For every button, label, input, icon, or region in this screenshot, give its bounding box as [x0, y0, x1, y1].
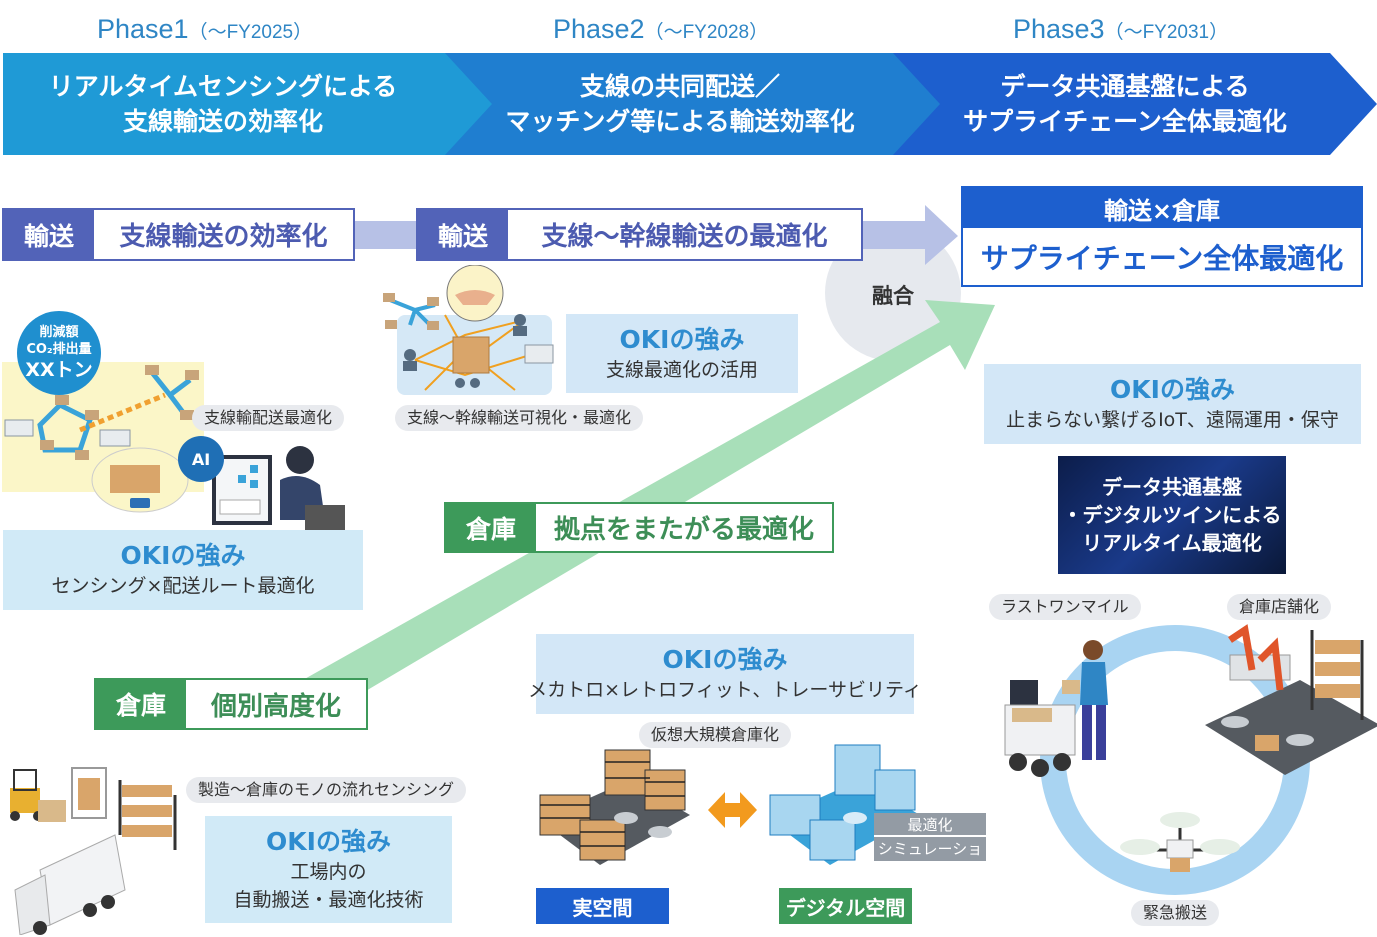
co2-reduction-badge: 削減額 CO₂排出量 XXトン	[17, 311, 101, 395]
pill-last-one-mile: ラストワンマイル	[989, 594, 1141, 620]
strength-body: センシング×配送ルート最適化	[51, 575, 315, 597]
strength-body: 止まらない繋げるIoT、遠隔運用・保守	[1006, 409, 1339, 431]
optimization-label: 最適化	[874, 813, 986, 837]
data-platform-line2: ・デジタルツインによる	[1062, 503, 1282, 527]
phase3-period: （～FY2031）	[1104, 22, 1229, 43]
ai-icon: AI	[191, 449, 211, 469]
sync-arrow-icon	[708, 792, 757, 828]
phase3-line1: データ共通基盤による	[1000, 72, 1250, 101]
co2-badge-line1: 削減額	[39, 325, 79, 340]
phase2-line2: マッチング等による輸送効率化	[505, 107, 855, 136]
strength-body-line2: 自動搬送・最適化技術	[233, 888, 424, 911]
goal-box: 輸送×倉庫 サプライチェーン全体最適化	[961, 186, 1363, 287]
warehouse-title: 個別高度化	[210, 691, 341, 722]
strength-box-phase3: OKIの強み 止まらない繋げるIoT、遠隔運用・保守	[984, 364, 1361, 444]
warehouse-tag-phase2: 倉庫 拠点をまたがる最適化	[444, 502, 834, 553]
phase3-label: Phase3	[1013, 14, 1105, 44]
pill-emergency-transport: 緊急搬送	[1131, 900, 1220, 926]
phase1-line1: リアルタイムセンシングによる	[48, 72, 398, 101]
phase1-title: Phase1（～FY2025）	[97, 14, 312, 45]
phase2-line1: 支線の共同配送／	[579, 72, 780, 101]
strength-box-mechatronics: OKIの強み メカトロ×レトロフィット、トレーサビリティ	[528, 634, 922, 714]
strength-box-phase1: OKIの強み センシング×配送ルート最適化	[3, 530, 363, 610]
transport-tag-phase1: 輸送 支線輸送の効率化	[2, 208, 355, 261]
phase2-band	[445, 53, 940, 155]
logistics-cycle-illustration	[1004, 624, 1377, 895]
automated-warehouse-icon	[1205, 624, 1377, 775]
data-platform-line1: データ共通基盤	[1102, 475, 1242, 499]
digital-space-label: デジタル空間	[779, 888, 912, 924]
strength-title: OKIの強み	[662, 645, 788, 674]
digital-twin-illustration	[539, 744, 920, 865]
phase3-line2: サプライチェーン全体最適化	[963, 107, 1287, 136]
delivery-robot-icon	[1004, 680, 1076, 777]
phase2-title: Phase2（～FY2028）	[553, 14, 768, 45]
transport-tag-phase2: 輸送 支線～幹線輸送の最適化	[416, 208, 863, 261]
data-platform-panel: データ共通基盤 ・デジタルツインによる リアルタイム最適化	[1058, 456, 1286, 574]
simulation-labels: 最適化 シミュレーション	[874, 813, 986, 882]
warehouse-category: 倉庫	[446, 504, 536, 551]
transport-category: 輸送	[418, 210, 508, 259]
drone-icon	[1120, 812, 1240, 872]
phase1-band	[3, 53, 492, 155]
pill-trunk-visualization: 支線～幹線輸送可視化・最適化	[395, 405, 644, 431]
simulation-label: シミュレーション	[877, 840, 983, 882]
phase2-label: Phase2	[553, 14, 645, 44]
pill-branch-delivery: 支線輸配送最適化	[192, 405, 345, 431]
strength-title: OKIの強み	[120, 541, 246, 570]
fusion-label: 融合	[872, 284, 914, 308]
strength-title: OKIの強み	[1110, 375, 1235, 404]
co2-badge-line3: XXトン	[25, 359, 93, 381]
strength-title: OKIの強み	[619, 324, 745, 354]
data-platform-line3: リアルタイム最適化	[1082, 531, 1262, 555]
phase3-description: データ共通基盤による サプライチェーン全体最適化	[905, 53, 1345, 155]
phase1-line2: 支線輸送の効率化	[122, 107, 323, 136]
phase-band	[3, 53, 1377, 155]
pill-factory-sensing: 製造～倉庫のモノの流れセンシング	[186, 777, 467, 803]
transport-title: 支線輸送の効率化	[119, 222, 328, 252]
transport-category: 輸送	[4, 210, 94, 259]
goal-category: 輸送×倉庫	[963, 188, 1361, 228]
branch-delivery-illustration	[2, 362, 345, 530]
strength-box-phase2: OKIの強み 支線最適化の活用	[566, 314, 798, 393]
strength-body: メカトロ×レトロフィット、トレーサビリティ	[528, 679, 922, 701]
strength-box-factory: OKIの強み 工場内の 自動搬送・最適化技術	[205, 816, 452, 923]
warehouse-category: 倉庫	[96, 680, 186, 728]
strength-body-line1: 工場内の	[290, 860, 367, 883]
transport-title: 支線～幹線輸送の最適化	[541, 222, 828, 252]
warehouse-title: 拠点をまたがる最適化	[553, 515, 814, 545]
pill-virtual-warehouse: 仮想大規模倉庫化	[639, 722, 792, 748]
goal-title: サプライチェーン全体最適化	[980, 241, 1344, 275]
phase1-description: リアルタイムセンシングによる 支線輸送の効率化	[3, 53, 443, 155]
phase3-band	[890, 53, 1377, 155]
phase2-period: （～FY2028）	[644, 22, 769, 43]
pill-warehouse-store: 倉庫店舗化	[1227, 594, 1332, 620]
real-space-label: 実空間	[536, 888, 669, 924]
strength-title: OKIの強み	[266, 826, 391, 856]
phase2-description: 支線の共同配送／ マッチング等による輸送効率化	[460, 53, 900, 155]
person-icon	[1062, 640, 1108, 760]
phase3-title: Phase3（～FY2031）	[1013, 14, 1228, 45]
factory-illustration	[10, 767, 177, 935]
strength-body: 支線最適化の活用	[605, 358, 758, 381]
phase1-label: Phase1	[97, 14, 189, 44]
matching-illustration	[383, 265, 554, 395]
warehouse-tag-phase1: 倉庫 個別高度化	[94, 678, 368, 730]
co2-badge-line2: CO₂排出量	[26, 342, 92, 357]
phase1-period: （～FY2025）	[188, 22, 313, 43]
ai-badge: AI	[178, 436, 224, 482]
